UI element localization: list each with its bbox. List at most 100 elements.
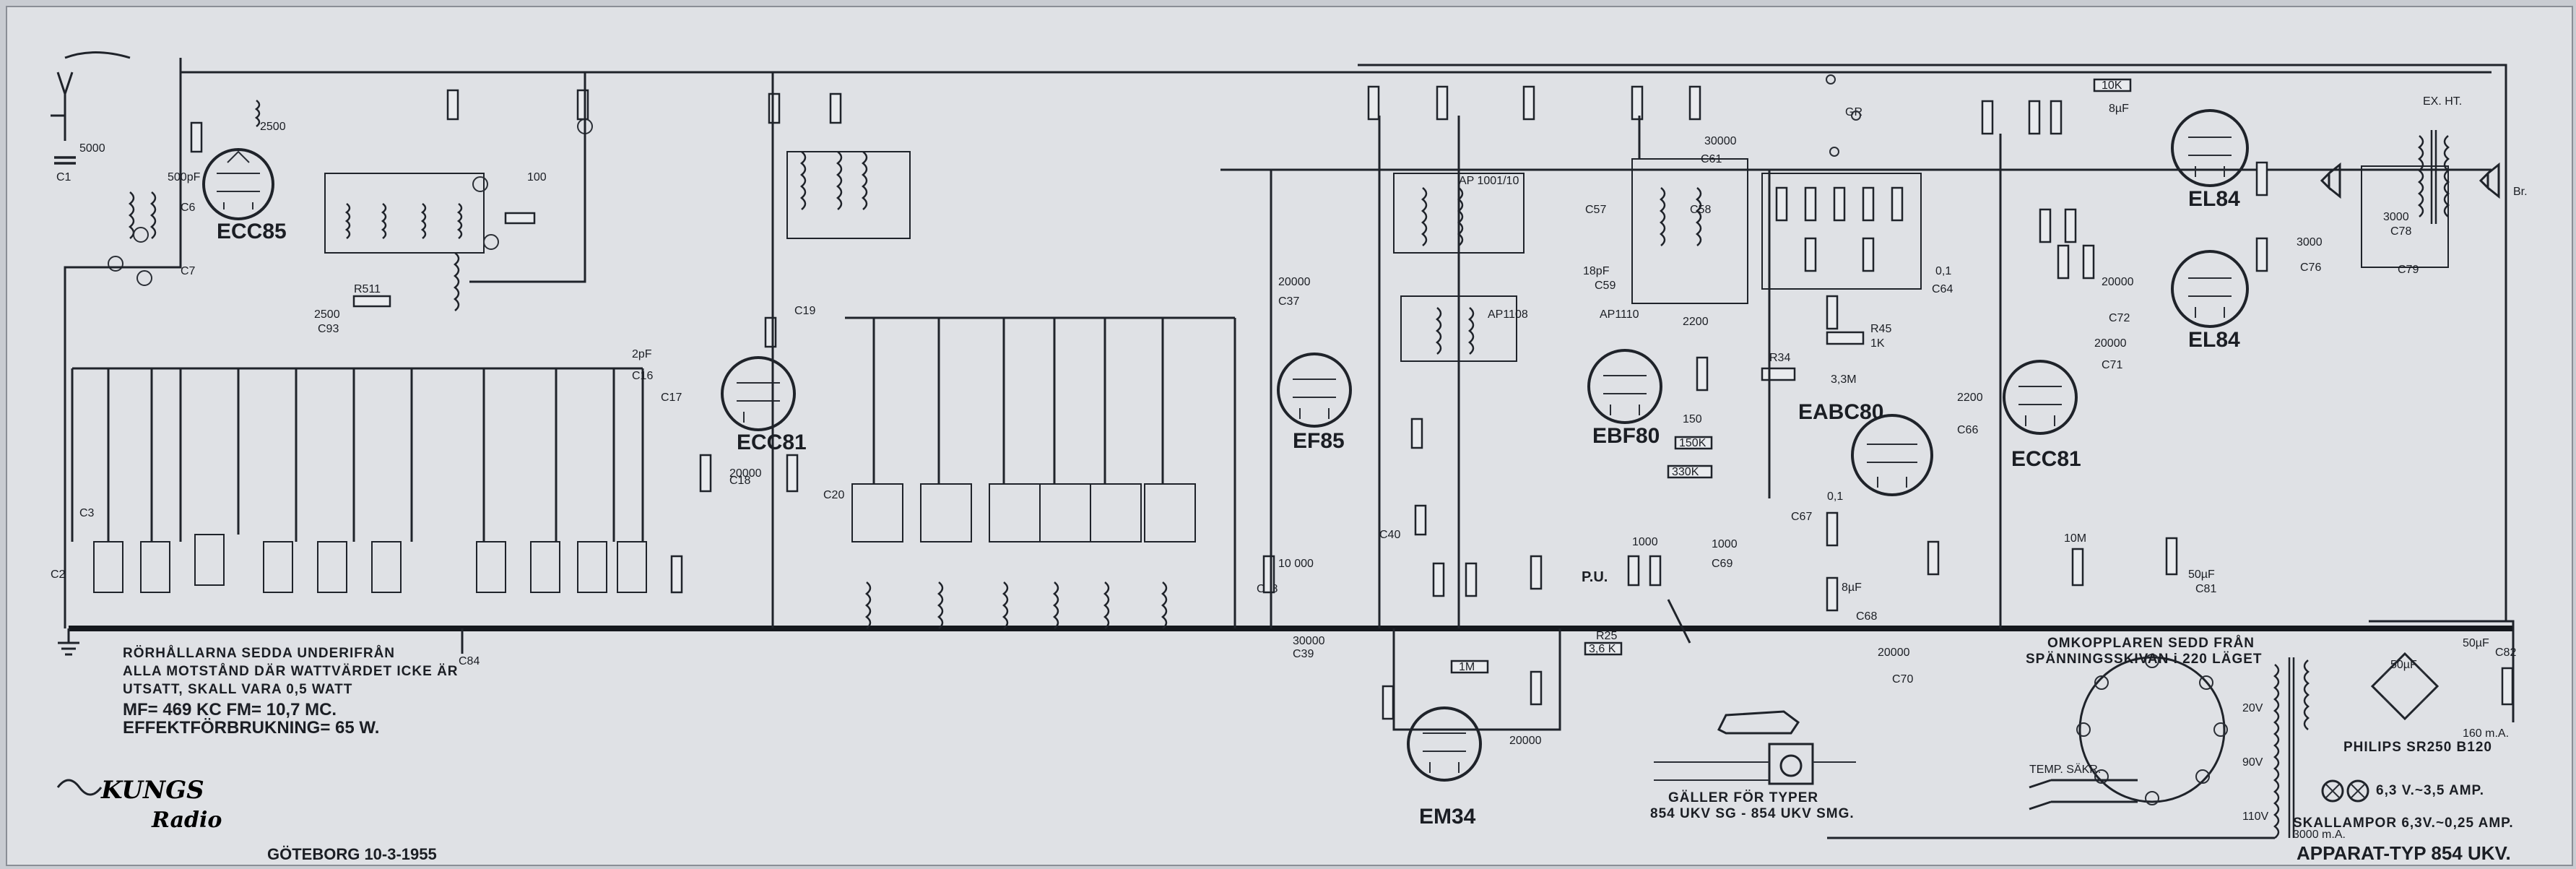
em34-r3 bbox=[1530, 670, 1543, 706]
am-coil-bank bbox=[93, 534, 647, 593]
ebf80-screen-r2 bbox=[1688, 85, 1701, 121]
switch-contact-3 bbox=[1829, 147, 1839, 157]
output-transformer bbox=[2418, 130, 2450, 224]
terminal-4 bbox=[108, 256, 123, 272]
terminal-6 bbox=[133, 227, 149, 243]
tuning-knob-icon bbox=[1717, 710, 1800, 735]
c20-label: C20 bbox=[823, 489, 844, 501]
ecc85-grid-resistor bbox=[190, 121, 203, 153]
em34-loop bbox=[1392, 628, 1561, 731]
ef85-screen-r2 bbox=[1436, 85, 1449, 121]
c71-label: C71 bbox=[2102, 359, 2122, 371]
c40-label: C40 bbox=[1379, 529, 1400, 541]
c67-label: C67 bbox=[1791, 511, 1812, 523]
c61-label: C61 bbox=[1701, 153, 1722, 165]
rectifier-diodes bbox=[2382, 667, 2427, 705]
ecc81a-cathode-resistor bbox=[786, 454, 799, 493]
c81-label: C81 bbox=[2195, 583, 2216, 595]
ebf80-cap-value: 2200 bbox=[1683, 316, 1709, 328]
em34-r-value: 1M bbox=[1459, 661, 1475, 673]
speaker-1-icon bbox=[2320, 162, 2341, 199]
rectifier-label: PHILIPS SR250 B120 bbox=[2343, 740, 2492, 755]
ap1110-label: AP1110 bbox=[1600, 308, 1639, 321]
osc-feed bbox=[469, 72, 586, 283]
em34-tube bbox=[1407, 706, 1482, 782]
tone-network bbox=[2361, 165, 2449, 268]
tube-view-note: RÖRHÅLLARNA SEDDA UNDERIFRÅN bbox=[123, 646, 395, 661]
circuit-diagram: 5000 C1 ECC85 500pF C6 C7 2500 R511 2500… bbox=[51, 51, 2528, 864]
band-switch-lines bbox=[845, 316, 1236, 628]
dial-lamp-icon bbox=[2321, 779, 2369, 803]
c66-label: C66 bbox=[1957, 424, 1978, 436]
r-330k-value: 330K bbox=[1672, 466, 1699, 478]
c1-label: C1 bbox=[56, 171, 71, 183]
eabc80-tube bbox=[1851, 414, 1933, 496]
if-can-1 bbox=[786, 151, 911, 239]
c68-label: C68 bbox=[1856, 610, 1877, 623]
mains-switch bbox=[2029, 779, 2138, 810]
tap-20v: 20V bbox=[2242, 702, 2263, 714]
frequency-note: MF= 469 KC FM= 10,7 MC. bbox=[123, 700, 337, 719]
grid-r-10m bbox=[2165, 537, 2178, 576]
applies-note-2: 854 UKV SG - 854 UKV SMG. bbox=[1650, 806, 1855, 821]
ecc85-label: ECC85 bbox=[217, 220, 287, 243]
c72-value: 20000 bbox=[2102, 276, 2134, 288]
el84a-label: EL84 bbox=[2188, 187, 2240, 211]
c82-value: 50µF bbox=[2463, 637, 2489, 649]
c6-value: 500pF bbox=[168, 171, 201, 183]
phase-r-10m bbox=[2071, 548, 2084, 587]
ecc81a-plate-resistor bbox=[764, 316, 777, 348]
r45-resistor bbox=[1826, 331, 1865, 345]
el84b-label: EL84 bbox=[2188, 328, 2240, 352]
kungs-radio-logo: KUNGS Radio bbox=[56, 776, 222, 833]
r10k-resistor bbox=[2093, 78, 2132, 92]
variant-switch-box bbox=[1768, 743, 1814, 785]
schematic-sheet: 5000 C1 ECC85 500pF C6 C7 2500 R511 2500… bbox=[6, 6, 2573, 866]
c18-label: C18 bbox=[729, 475, 750, 487]
fm-tuner-coils bbox=[344, 203, 463, 239]
ef85-tube bbox=[1277, 353, 1352, 428]
volume-r-value: 3,3M bbox=[1831, 373, 1857, 386]
r45-label: R45 bbox=[1870, 323, 1891, 335]
c39-label: C39 bbox=[1293, 648, 1314, 660]
c78-label: C78 bbox=[2390, 225, 2411, 238]
r10k-value: 10K bbox=[2102, 79, 2122, 92]
c69-value: 1000 bbox=[1712, 538, 1738, 550]
c76-value: 3000 bbox=[2297, 236, 2323, 248]
speaker-label: Br. bbox=[2513, 186, 2528, 198]
r-150k-value: 150K bbox=[1679, 437, 1707, 449]
ebf80-r-value: 150 bbox=[1683, 413, 1702, 425]
r-330k bbox=[1667, 464, 1713, 479]
ecc81a-label: ECC81 bbox=[737, 431, 807, 454]
pu-resistor-2 bbox=[1649, 555, 1662, 587]
c68-value: 8µF bbox=[1842, 582, 1862, 594]
ef85-screen-r3 bbox=[1522, 85, 1535, 121]
c72-label: C72 bbox=[2109, 312, 2130, 324]
osc-resistor-m bbox=[504, 212, 536, 225]
if-transformer-1 bbox=[800, 151, 868, 210]
c39-value: 30000 bbox=[1293, 635, 1325, 647]
r34-resistor bbox=[1761, 367, 1796, 381]
c37-value: 20000 bbox=[1278, 276, 1311, 288]
ratio-detector-resistors bbox=[1775, 186, 1904, 272]
ap1001-label: AP 1001/10 bbox=[1459, 175, 1519, 187]
em34-label: EM34 bbox=[1419, 805, 1476, 829]
ecc85-tube bbox=[202, 148, 274, 220]
c19-label: C19 bbox=[794, 305, 815, 317]
ecc81a-feed-r2 bbox=[829, 92, 842, 124]
c37-label: C37 bbox=[1278, 295, 1299, 308]
c61-value: 30000 bbox=[1704, 135, 1737, 147]
c76-small-value: 8µF bbox=[2109, 103, 2129, 115]
ef85-cathode-resistor bbox=[1262, 555, 1275, 594]
switch-contact-2 bbox=[1851, 111, 1861, 121]
c1000-value: 1000 bbox=[1632, 536, 1658, 548]
c70-value: 20000 bbox=[1878, 647, 1910, 659]
c67-value: 0,1 bbox=[1827, 490, 1843, 503]
el84a-tube bbox=[2171, 109, 2249, 187]
c84-label: C84 bbox=[459, 655, 480, 667]
osc-resistor-1 bbox=[446, 89, 459, 121]
ebf80-label: EBF80 bbox=[1592, 424, 1660, 448]
c57-label: C57 bbox=[1585, 204, 1606, 216]
volume-pot bbox=[1667, 599, 1691, 644]
ap1108-label: AP1108 bbox=[1488, 308, 1528, 321]
